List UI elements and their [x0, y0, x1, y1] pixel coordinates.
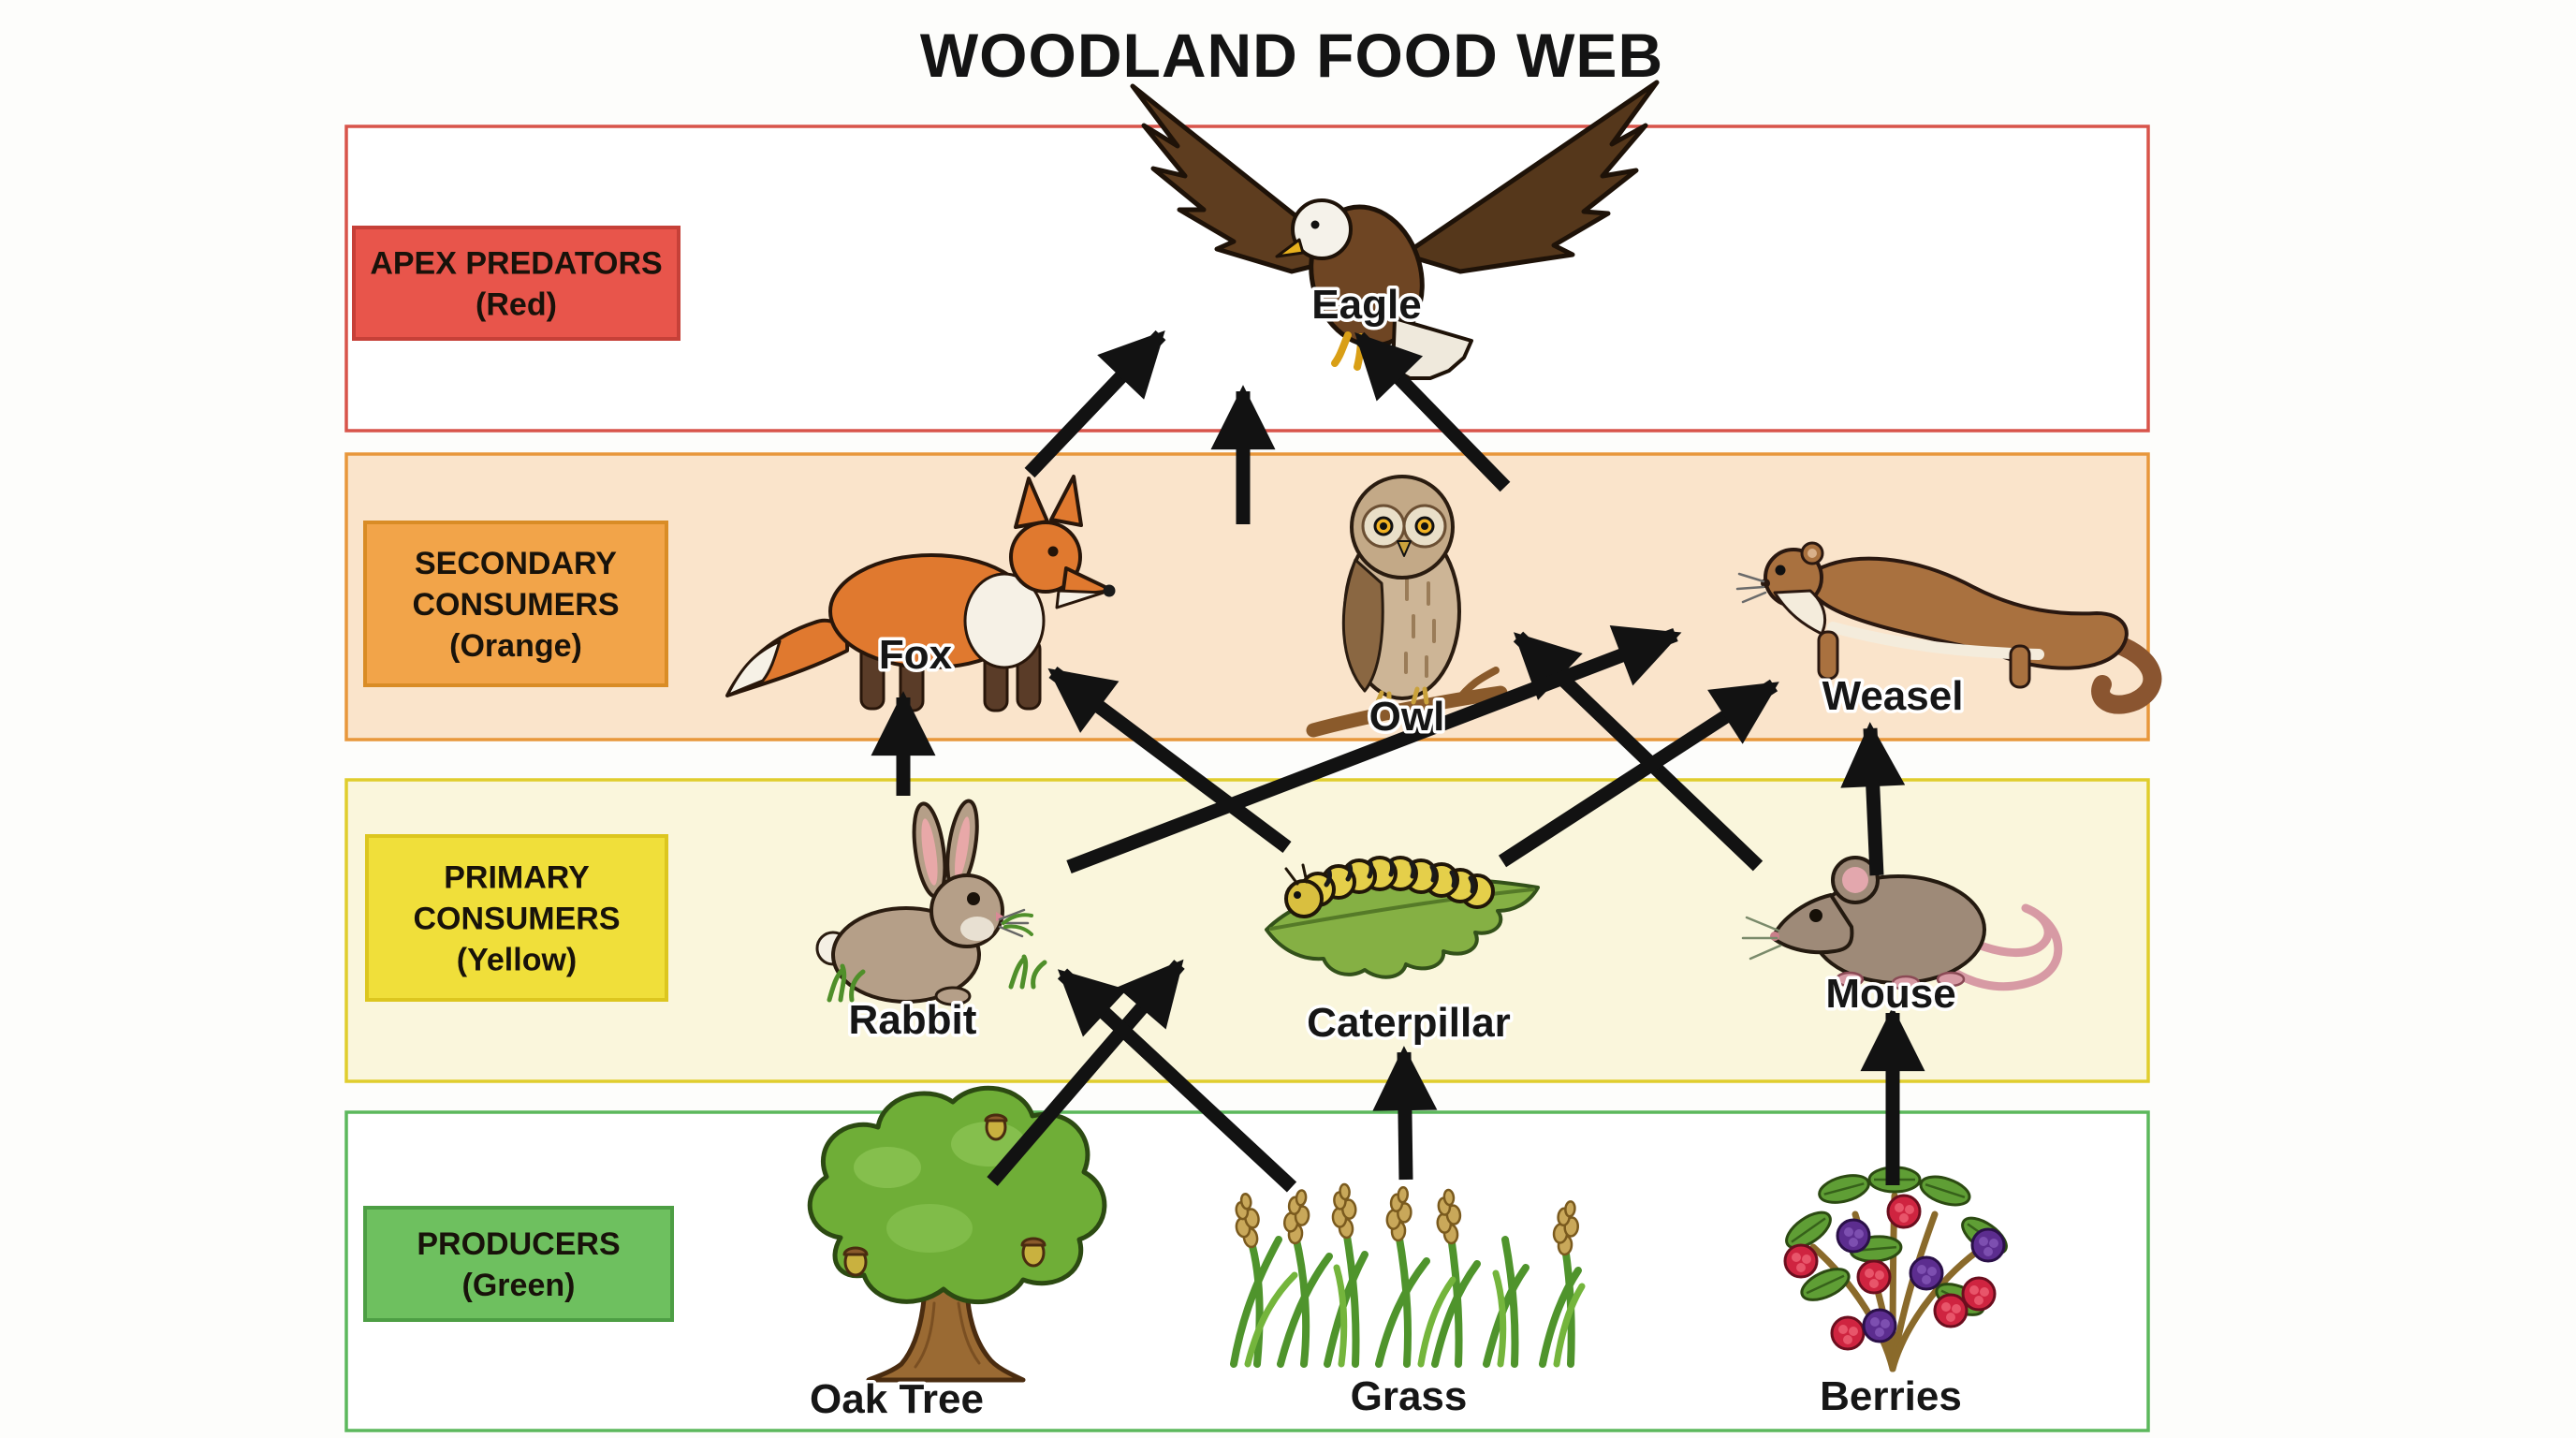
band-apex-predators-label: APEX PREDATORS(Red)	[370, 246, 662, 323]
predation-arrows	[871, 330, 1925, 1193]
band-apex-predators-label-box	[352, 226, 681, 341]
weasel-illustration	[1735, 541, 2162, 714]
oak-tree-label: Oak Tree	[810, 1376, 984, 1422]
organism-illustrations	[725, 80, 2162, 1383]
arrow-caterpillar-to-fox	[1047, 666, 1292, 854]
berries-label: Berries	[1820, 1373, 1962, 1419]
rabbit-illustration	[815, 799, 1047, 1006]
band-producers-label: PRODUCERS(Green)	[417, 1226, 620, 1303]
band-secondary-consumers-label-box	[363, 521, 668, 687]
fox-illustration	[725, 475, 1116, 712]
band-primary-consumers-label-box	[365, 834, 668, 1002]
eagle-label: Eagle	[1311, 282, 1421, 328]
berries-illustration	[1778, 1166, 2014, 1372]
arrow-caterpillar-to-weasel	[1498, 679, 1779, 868]
fox-label: Fox	[879, 632, 953, 678]
grass-label: Grass	[1351, 1373, 1468, 1419]
band-producers-label-box	[363, 1206, 674, 1322]
arrow-weasel-to-eagle	[1354, 331, 1511, 492]
arrow-oak-tree-to-caterpillar	[987, 959, 1185, 1186]
caterpillar-illustration	[1265, 856, 1540, 979]
arrow-grass-to-rabbit	[1057, 968, 1297, 1193]
arrow-grass-to-caterpillar	[1372, 1046, 1438, 1181]
arrow-mouse-to-weasel	[1840, 722, 1906, 876]
weasel-label: Weasel	[1822, 673, 1964, 719]
grass-illustration	[1229, 1181, 1586, 1368]
page-title: WOODLAND FOOD WEB	[920, 21, 1663, 90]
caterpillar-label: Caterpillar	[1307, 1000, 1511, 1046]
rabbit-label: Rabbit	[849, 997, 977, 1043]
arrow-fox-to-eagle	[1024, 330, 1166, 478]
mouse-illustration	[1741, 856, 2063, 991]
owl-label: Owl	[1369, 694, 1445, 740]
arrow-rabbit-to-weasel	[1066, 624, 1682, 874]
owl-illustration	[1306, 475, 1508, 738]
mouse-label: Mouse	[1825, 971, 1955, 1017]
band-apex-predators: APEX PREDATORS(Red)	[344, 125, 2150, 433]
